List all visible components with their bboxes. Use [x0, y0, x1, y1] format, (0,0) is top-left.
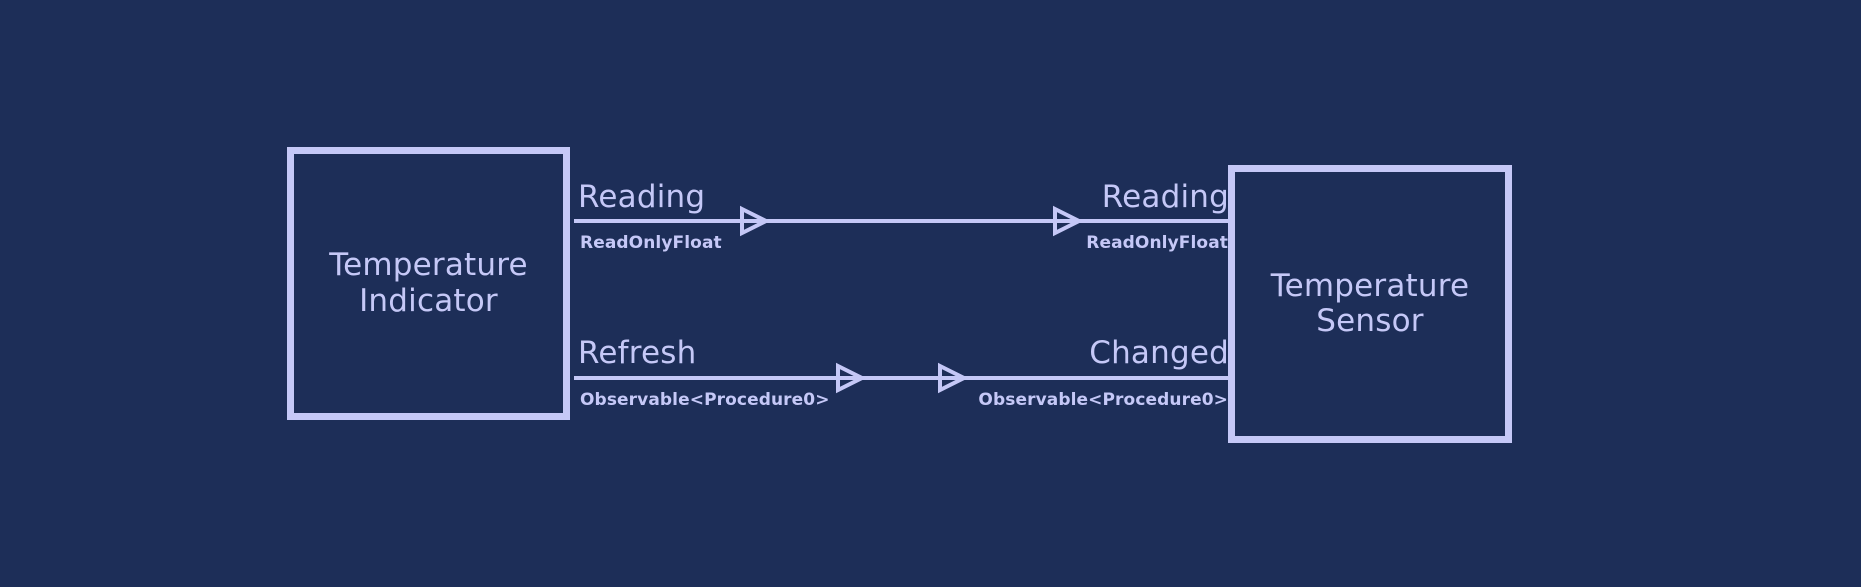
connection-reading-arrowhead-1: [740, 205, 771, 237]
component-temperature-sensor[interactable]: Temperature Sensor: [1228, 165, 1512, 443]
connection-refresh-changed-arrowhead-2: [938, 362, 969, 394]
port-label-changed-target-type: Observable<Procedure0>: [978, 390, 1228, 410]
port-label-changed-target-name: Changed: [1089, 335, 1229, 371]
connection-refresh-changed-arrowhead-1: [836, 362, 867, 394]
component-temperature-indicator[interactable]: Temperature Indicator: [287, 147, 570, 420]
component-temperature-indicator-title: Temperature Indicator: [329, 247, 528, 319]
component-temperature-sensor-title: Temperature Sensor: [1270, 267, 1470, 339]
port-label-reading-target-type: ReadOnlyFloat: [1086, 233, 1228, 253]
port-label-refresh-source-name: Refresh: [578, 335, 697, 371]
connection-reading-arrowhead-2: [1053, 205, 1084, 237]
port-label-reading-source-name: Reading: [578, 179, 706, 215]
port-label-refresh-source-type: Observable<Procedure0>: [580, 390, 830, 410]
port-label-reading-source-type: ReadOnlyFloat: [580, 233, 722, 253]
port-label-reading-target-name: Reading: [1101, 179, 1229, 215]
